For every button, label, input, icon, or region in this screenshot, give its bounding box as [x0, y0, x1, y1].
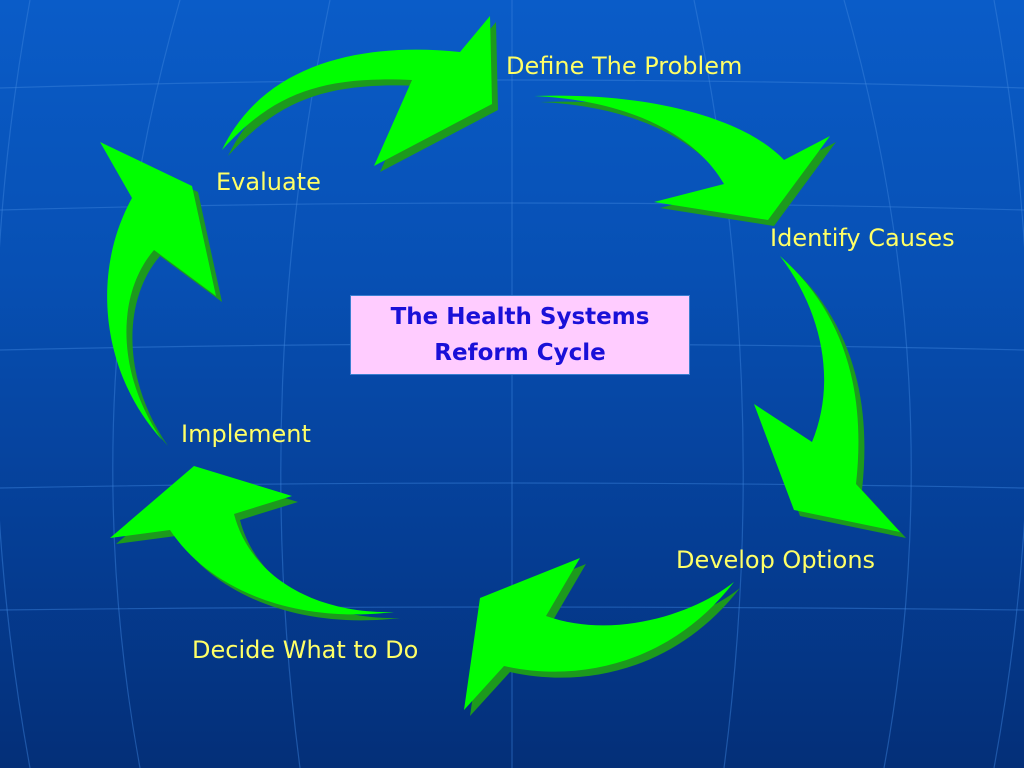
- step-label-define-problem: Define The Problem: [506, 52, 743, 80]
- step-label-evaluate: Evaluate: [216, 168, 321, 196]
- arrow-evaluate-to-define: [222, 16, 498, 172]
- arrow-identify-to-develop: [754, 256, 906, 538]
- step-label-develop-options: Develop Options: [676, 546, 876, 574]
- arrow-develop-to-decide: [464, 558, 740, 716]
- cycle-title-box: The Health Systems Reform Cycle: [350, 295, 690, 375]
- arrow-implement-to-evaluate: [100, 142, 222, 446]
- step-label-decide-what-to-do: Decide What to Do: [192, 636, 419, 664]
- step-label-identify-causes: Identify Causes: [770, 224, 955, 252]
- cycle-title-line-1: The Health Systems: [390, 304, 650, 330]
- arrow-define-to-identify: [534, 95, 836, 226]
- arrow-decide-to-implement: [110, 466, 400, 621]
- step-label-implement: Implement: [181, 420, 311, 448]
- cycle-title-line-2: Reform Cycle: [434, 340, 606, 366]
